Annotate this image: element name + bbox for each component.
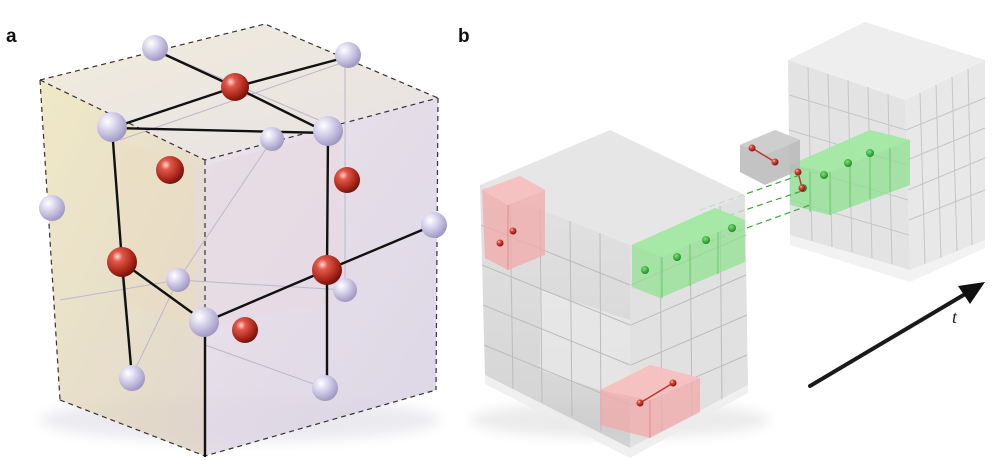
red-atom bbox=[221, 73, 249, 101]
red-marker bbox=[748, 144, 756, 152]
panel-a-label: a bbox=[6, 26, 17, 47]
lavender-atom bbox=[421, 212, 447, 238]
green-marker bbox=[820, 171, 828, 179]
red-atom bbox=[156, 156, 184, 184]
lavender-atom bbox=[313, 116, 343, 146]
panel-b-label: b bbox=[458, 26, 470, 47]
time-arrow-shaft bbox=[808, 288, 974, 388]
green-marker bbox=[844, 159, 852, 167]
lattice-lavender-atoms bbox=[39, 35, 447, 401]
red-voxels-left bbox=[482, 176, 545, 270]
floating-gray-voxel bbox=[740, 130, 806, 192]
red-voxels-bottom bbox=[600, 365, 700, 438]
lavender-atom bbox=[142, 35, 168, 61]
lattice-red-atoms bbox=[107, 73, 360, 343]
lavender-atom bbox=[189, 307, 219, 337]
lavender-atom bbox=[335, 42, 361, 68]
green-voxel-chain-left bbox=[632, 208, 745, 298]
lavender-atom bbox=[119, 365, 145, 391]
red-marker bbox=[509, 227, 517, 235]
panel-b-spacetime-blocks bbox=[470, 22, 986, 458]
red-marker bbox=[669, 379, 677, 387]
lavender-atom bbox=[97, 112, 127, 142]
red-atom bbox=[312, 255, 342, 285]
lattice-bonds bbox=[110, 48, 436, 458]
lavender-atom bbox=[39, 195, 65, 221]
lavender-atom bbox=[312, 375, 338, 401]
red-marker bbox=[771, 158, 779, 166]
green-marker bbox=[702, 236, 710, 244]
green-marker bbox=[641, 266, 649, 274]
time-axis-label: t bbox=[952, 307, 958, 327]
red-atom bbox=[334, 167, 360, 193]
lavender-atom bbox=[166, 268, 190, 292]
lavender-atom bbox=[260, 127, 284, 151]
green-marker bbox=[673, 253, 681, 261]
red-marker bbox=[636, 399, 644, 407]
red-marker bbox=[496, 239, 504, 247]
red-atom bbox=[107, 247, 137, 277]
red-marker bbox=[798, 184, 806, 192]
green-marker bbox=[866, 149, 874, 157]
green-marker bbox=[728, 224, 736, 232]
red-atom bbox=[232, 317, 258, 343]
panel-a-lattice-cube bbox=[39, 23, 447, 458]
green-dashed-connectors bbox=[699, 174, 811, 246]
green-voxel-chain-right bbox=[790, 130, 910, 215]
time-arrow bbox=[808, 282, 985, 388]
red-marker bbox=[794, 168, 802, 176]
time-arrow-head bbox=[958, 282, 985, 304]
lavender-atom bbox=[333, 278, 357, 302]
